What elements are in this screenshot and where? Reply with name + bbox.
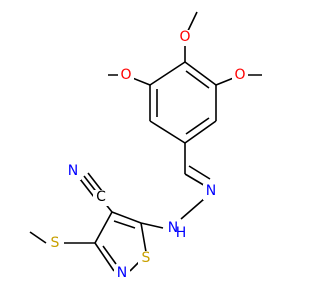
bond-thiazole-c4-c3 — [94, 211, 113, 244]
bond-ring-inner-2 — [185, 117, 210, 135]
molecule-structure-diagram: O O O N N N H N S S C — [29, 11, 262, 282]
bond-thiazole-inner-1 — [113, 220, 136, 229]
atom-o-top: O — [179, 29, 190, 45]
bond-ring-3 — [184, 120, 217, 144]
atom-n-hydrazone-1: N — [206, 183, 216, 199]
bond-nitrile-triple-2 — [87, 172, 103, 192]
atom-s-ring: S — [142, 250, 151, 266]
atom-n-hydrazone-2: N — [168, 220, 178, 236]
bond-s-to-methyl — [29, 231, 47, 244]
bond-nitrile-triple-3 — [79, 178, 95, 198]
bond-ch-to-n-double-2 — [188, 165, 211, 180]
atom-n-ring: N — [117, 265, 127, 281]
atom-c-nitrile: C — [96, 189, 106, 205]
bond-thiazole-inner-2 — [102, 245, 117, 265]
bond-thiazole-n-s — [129, 261, 140, 272]
atom-h-nh: H — [176, 225, 187, 241]
bond-thiazole-s-c5 — [140, 222, 147, 253]
atom-label-layer: O O O N N N H N S S C — [47, 29, 248, 282]
atom-o-left: O — [120, 67, 131, 83]
atom-o-right: O — [234, 67, 245, 83]
atom-s-methylthio: S — [51, 235, 60, 251]
bond-thiazole-c5-c4 — [111, 211, 142, 224]
bond-ring-1 — [184, 61, 217, 86]
bond-ring-6 — [149, 61, 186, 86]
bond-n-to-nh — [180, 198, 205, 220]
bond-layer — [29, 11, 262, 272]
bond-ring-inner-1 — [185, 70, 210, 89]
bond-thiazole-c3-n — [94, 242, 115, 272]
atom-n-nitrile: N — [68, 163, 78, 179]
bond-nh-to-thiazole — [140, 222, 164, 229]
bond-ring-4 — [149, 120, 186, 144]
